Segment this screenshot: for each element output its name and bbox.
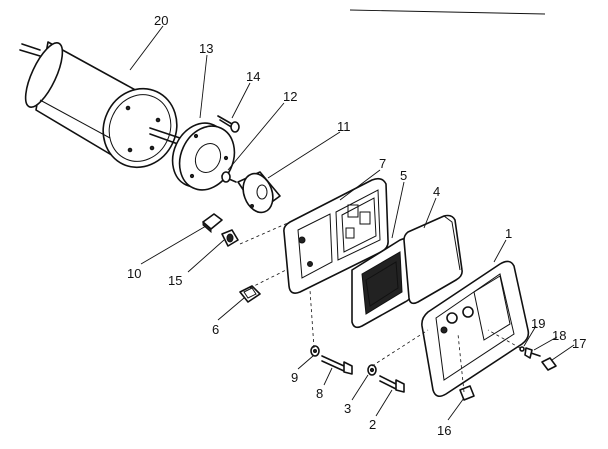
callout-2: 2 xyxy=(369,417,376,432)
callout-6: 6 xyxy=(212,322,219,337)
assembly-line xyxy=(309,289,315,349)
part-20-motor xyxy=(19,41,181,169)
assembly-line xyxy=(457,333,465,393)
callout-3: 3 xyxy=(344,401,351,416)
part-9-washer xyxy=(310,345,320,357)
callout-15: 15 xyxy=(168,273,182,288)
part-4-cover xyxy=(403,214,463,305)
assembly-line xyxy=(239,221,291,245)
assembly-line xyxy=(249,269,287,289)
part-14-screw xyxy=(217,115,240,133)
callout-7: 7 xyxy=(379,156,386,171)
part-3-washer xyxy=(367,364,377,376)
part-16-nut xyxy=(459,385,475,401)
part-1-housing xyxy=(421,260,530,398)
callout-20: 20 xyxy=(154,13,168,28)
callout-8: 8 xyxy=(316,386,323,401)
callout-13: 13 xyxy=(199,41,213,56)
callout-11: 11 xyxy=(337,119,351,134)
callout-1: 1 xyxy=(505,226,512,241)
callout-19: 19 xyxy=(531,316,545,331)
part-19-washer xyxy=(519,346,525,352)
callout-16: 16 xyxy=(437,423,451,438)
part-17-knob xyxy=(541,357,557,371)
callout-4: 4 xyxy=(433,184,440,199)
header-rule xyxy=(349,9,546,15)
part-11-rotor xyxy=(237,171,281,214)
callout-17: 17 xyxy=(572,336,586,351)
part-18-screw xyxy=(524,347,541,359)
callout-18: 18 xyxy=(552,328,566,343)
part-13-adapter-ring xyxy=(171,122,236,191)
part-12-screw xyxy=(221,171,237,183)
part-2-bolt xyxy=(379,375,405,393)
callout-12: 12 xyxy=(283,89,297,104)
callout-14: 14 xyxy=(246,69,260,84)
callout-10: 10 xyxy=(127,266,141,281)
part-6-cap xyxy=(239,285,261,303)
assembly-line xyxy=(487,329,521,349)
assembly-line xyxy=(371,329,429,367)
part-15-brush-holder xyxy=(221,229,239,247)
callout-9: 9 xyxy=(291,370,298,385)
leader-lines xyxy=(129,25,575,421)
part-10-brush xyxy=(202,213,223,234)
callout-5: 5 xyxy=(400,168,407,183)
part-8-bolt xyxy=(321,355,353,375)
